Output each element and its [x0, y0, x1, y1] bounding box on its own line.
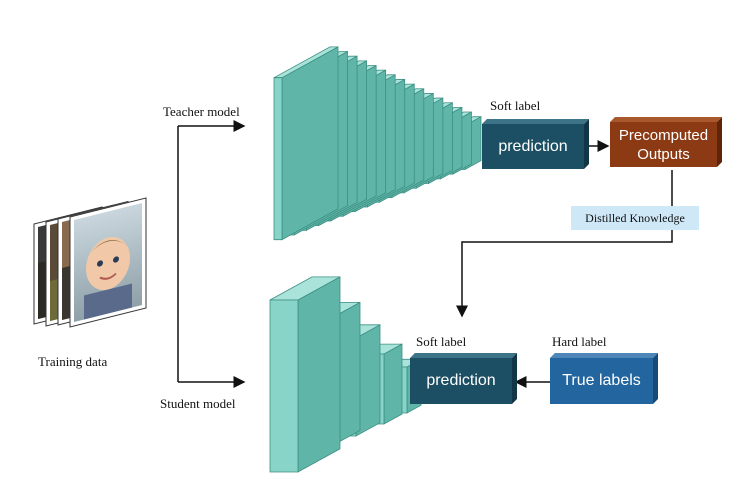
teacher-network	[273, 46, 482, 241]
soft-label-bottom: Soft label	[416, 334, 467, 349]
teacher-model-label: Teacher model	[163, 104, 240, 119]
teacher-prediction-box: prediction	[482, 124, 584, 169]
student-layer	[269, 276, 341, 473]
precomputed-line1: Precomputed	[618, 126, 709, 144]
distilled-knowledge-label: Distilled Knowledge	[571, 206, 699, 230]
training-data-images	[33, 197, 147, 328]
arrow-distilled-knowledge	[456, 170, 673, 318]
box-shading	[410, 117, 722, 404]
soft-label-top: Soft label	[490, 98, 541, 113]
student-model-label: Student model	[160, 396, 236, 411]
precomputed-outputs-box: Precomputed Outputs	[610, 122, 717, 167]
true-labels-box: True labels	[550, 358, 653, 404]
student-prediction-box: prediction	[410, 358, 512, 404]
precomputed-line2: Outputs	[637, 145, 690, 163]
student-network	[269, 276, 422, 473]
hard-label: Hard label	[552, 334, 607, 349]
branch-connector	[177, 120, 246, 388]
training-data-label: Training data	[38, 354, 108, 369]
teacher-layer	[273, 46, 339, 241]
